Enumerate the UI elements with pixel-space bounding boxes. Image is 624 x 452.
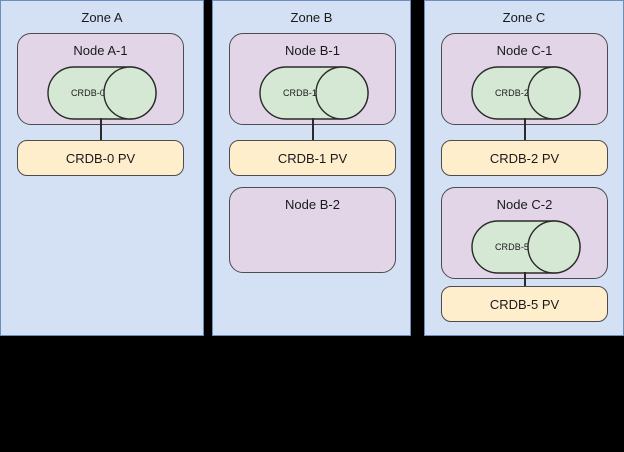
database-label-crdb-1: CRDB-1 [282, 88, 318, 98]
node-title-a-1: Node A-1 [73, 43, 128, 58]
node-title-b-2: Node B-2 [285, 197, 340, 212]
zone-container-a: Zone A Node A-1 CRDB-0 CRDB-0 PV [0, 0, 204, 336]
node-a-1: Node A-1 CRDB-0 [17, 33, 184, 125]
connector-node-c-2-to-pv [524, 272, 526, 294]
zone-container-b: Zone B Node B-1 CRDB-1 CRDB-1 PV Node B-… [212, 0, 411, 336]
persistent-volume-crdb-5: CRDB-5 PV [441, 286, 608, 322]
zone-title-b: Zone B [290, 10, 333, 25]
zone-container-c: Zone C Node C-1 CRDB-2 CRDB-2 PV Node C-… [424, 0, 624, 336]
node-c-2: Node C-2 CRDB-5 [441, 187, 608, 279]
database-cylinder-crdb-5: CRDB-5 [471, 220, 581, 274]
node-title-c-1: Node C-1 [496, 43, 553, 58]
persistent-volume-crdb-2: CRDB-2 PV [441, 140, 608, 176]
connector-node-a-1-to-pv [100, 118, 102, 140]
zone-title-c: Zone C [502, 10, 546, 25]
database-cylinder-crdb-1: CRDB-1 [259, 66, 369, 120]
database-cylinder-crdb-0: CRDB-0 [47, 66, 157, 120]
node-b-1: Node B-1 CRDB-1 [229, 33, 396, 125]
database-label-crdb-5: CRDB-5 [494, 242, 530, 252]
node-title-b-1: Node B-1 [285, 43, 340, 58]
node-b-2: Node B-2 [229, 187, 396, 273]
database-label-crdb-0: CRDB-0 [70, 88, 106, 98]
zone-title-a: Zone A [81, 10, 123, 25]
database-label-crdb-2: CRDB-2 [494, 88, 530, 98]
persistent-volume-crdb-0: CRDB-0 PV [17, 140, 184, 176]
node-c-1: Node C-1 CRDB-2 [441, 33, 608, 125]
node-title-c-2: Node C-2 [496, 197, 553, 212]
database-cylinder-crdb-2: CRDB-2 [471, 66, 581, 120]
connector-node-c-1-to-pv [524, 118, 526, 140]
persistent-volume-crdb-1: CRDB-1 PV [229, 140, 396, 176]
connector-node-b-1-to-pv [312, 118, 314, 140]
